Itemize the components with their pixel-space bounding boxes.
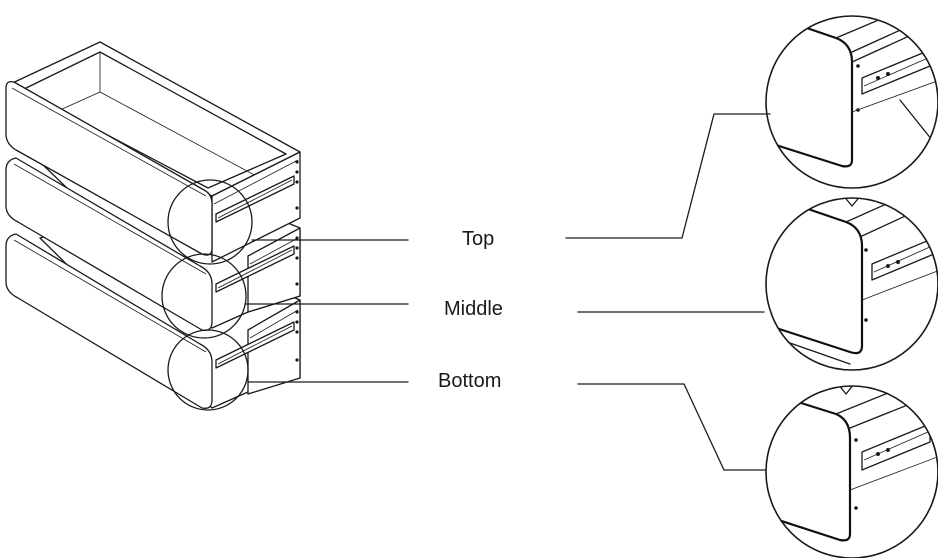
bottom-label: Bottom [438, 370, 502, 392]
leader-lines [245, 113, 771, 471]
bottom-leader-right [577, 383, 767, 471]
top-label: Top [462, 228, 495, 250]
drawer-stack [5, 41, 301, 411]
top-drawer [5, 41, 301, 263]
middle-detail-view [765, 197, 938, 371]
bottom-detail-view [765, 385, 938, 558]
middle-label: Middle [444, 298, 503, 320]
middle-detail-marker [161, 253, 247, 339]
bottom-detail-marker [167, 329, 249, 411]
top-detail-view [765, 15, 938, 189]
top-leader-right [565, 113, 771, 239]
top-detail-marker [167, 179, 253, 265]
